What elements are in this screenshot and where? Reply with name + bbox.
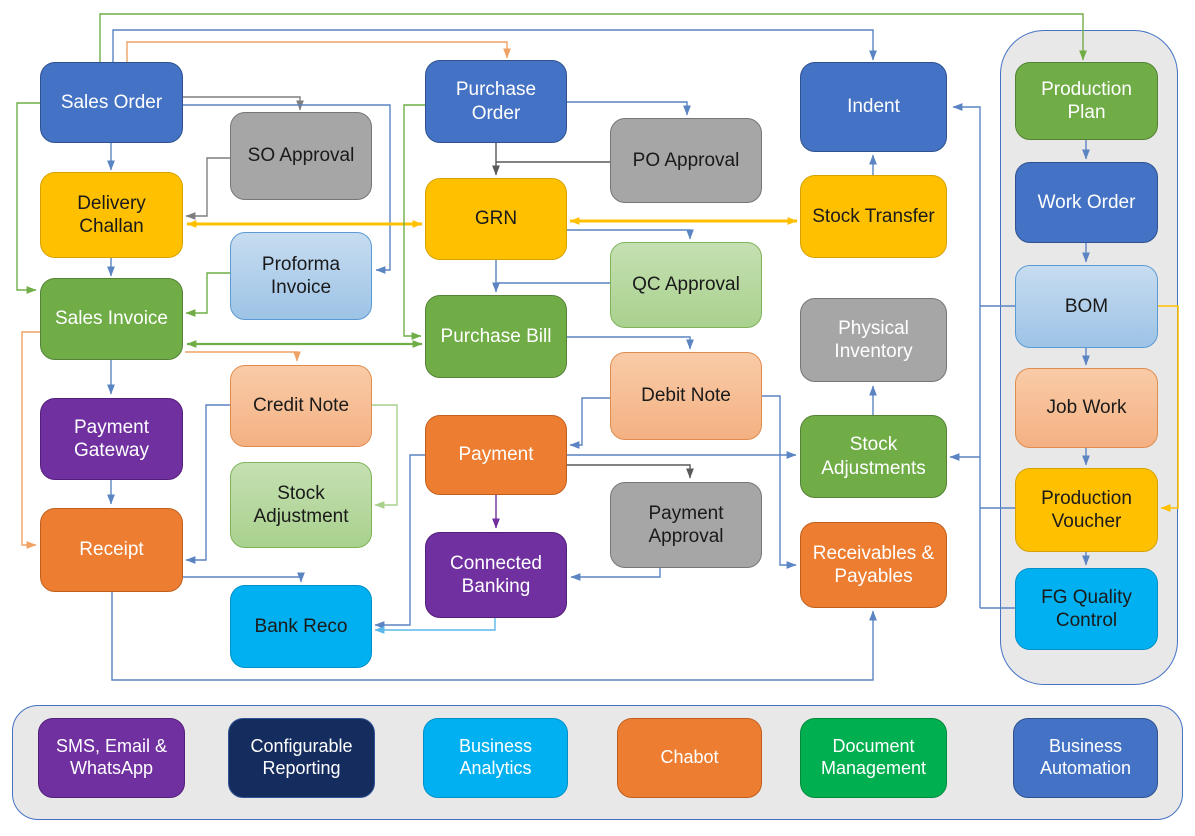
node-label-stock-adjustments: Stock Adjustments <box>821 434 926 479</box>
node-production-voucher: Production Voucher <box>1015 468 1158 552</box>
platform-panel <box>12 705 1183 820</box>
node-payment: Payment <box>425 415 567 495</box>
edge-sales-order-to-so-approval <box>183 96 304 111</box>
edge-purchase-order-to-po-approval <box>567 101 691 116</box>
node-label-sales-invoice: Sales Invoice <box>54 308 168 330</box>
node-payment-gateway: Payment Gateway <box>40 398 183 480</box>
node-label-payment-approval: Payment Approval <box>648 502 724 547</box>
edge-production-rail-to-indent <box>952 103 981 608</box>
edge-connected-banking-to-bank-reco <box>374 618 496 634</box>
node-label-sms-email-whatsapp: SMS, Email & WhatsApp <box>55 736 168 778</box>
node-label-fg-quality-control: FG Quality Control <box>1041 586 1132 631</box>
edge-proforma-invoice-to-sales-invoice <box>185 272 230 317</box>
node-label-receivables-payables: Receivables & Payables <box>812 542 935 587</box>
node-physical-inventory: Physical Inventory <box>800 298 947 382</box>
edge-debit-note-to-payment <box>569 397 610 449</box>
node-qc-approval: QC Approval <box>610 242 762 328</box>
node-label-indent: Indent <box>847 96 900 118</box>
node-purchase-order: Purchase Order <box>425 60 567 143</box>
node-label-bank-reco: Bank Reco <box>254 615 348 637</box>
node-label-payment-gateway: Payment Gateway <box>74 416 149 461</box>
node-label-po-approval: PO Approval <box>632 149 740 171</box>
node-label-production-plan: Production Plan <box>1041 78 1132 123</box>
node-sales-invoice: Sales Invoice <box>40 278 183 360</box>
node-production-plan: Production Plan <box>1015 62 1158 140</box>
edge-purchase-order-to-purchase-bill <box>403 104 425 340</box>
node-label-chabot: Chabot <box>660 747 719 768</box>
node-label-physical-inventory: Physical Inventory <box>834 317 913 362</box>
node-fg-quality-control: FG Quality Control <box>1015 568 1158 650</box>
edge-sales-order-to-sales-invoice <box>16 102 40 294</box>
node-job-work: Job Work <box>1015 368 1158 448</box>
node-business-automation: Business Automation <box>1013 718 1158 798</box>
node-receipt: Receipt <box>40 508 183 592</box>
node-label-receipt: Receipt <box>79 539 144 561</box>
node-document-management: Document Management <box>800 718 947 798</box>
node-grn: GRN <box>425 178 567 260</box>
node-po-approval: PO Approval <box>610 118 762 203</box>
node-sales-order: Sales Order <box>40 62 183 143</box>
node-debit-note: Debit Note <box>610 352 762 440</box>
node-label-proforma-invoice: Proforma Invoice <box>261 253 341 298</box>
node-label-bom: BOM <box>1064 295 1109 317</box>
node-payment-approval: Payment Approval <box>610 482 762 568</box>
node-label-qc-approval: QC Approval <box>632 274 740 296</box>
edge-credit-note-to-receipt <box>185 404 230 564</box>
node-stock-adjustments: Stock Adjustments <box>800 415 947 498</box>
node-receivables-payables: Receivables & Payables <box>800 522 947 608</box>
edge-payment-approval-to-connected-banking <box>570 568 661 581</box>
node-label-business-analytics: Business Analytics <box>458 736 533 778</box>
node-business-analytics: Business Analytics <box>423 718 568 798</box>
node-delivery-challan: Delivery Challan <box>40 172 183 258</box>
node-proforma-invoice: Proforma Invoice <box>230 232 372 320</box>
node-label-delivery-challan: Delivery Challan <box>77 192 146 237</box>
edge-sales-order-to-production-plan <box>99 13 1087 62</box>
edge-sales-invoice-to-credit-note <box>185 351 301 362</box>
node-label-grn: GRN <box>474 208 518 230</box>
node-chabot: Chabot <box>617 718 762 798</box>
node-label-business-automation: Business Automation <box>1039 736 1132 778</box>
edge-debit-note-to-receivables-payables <box>762 395 797 569</box>
node-label-work-order: Work Order <box>1037 191 1136 213</box>
node-label-credit-note: Credit Note <box>252 395 350 417</box>
edge-receipt-to-bank-reco <box>183 572 305 583</box>
node-so-approval: SO Approval <box>230 112 372 200</box>
node-label-job-work: Job Work <box>1046 397 1127 419</box>
node-stock-transfer: Stock Transfer <box>800 175 947 258</box>
node-stock-adjustment: Stock Adjustment <box>230 462 372 548</box>
node-connected-banking: Connected Banking <box>425 532 567 618</box>
node-label-payment: Payment <box>458 444 534 466</box>
node-work-order: Work Order <box>1015 162 1158 243</box>
node-label-so-approval: SO Approval <box>247 145 355 167</box>
node-label-production-voucher: Production Voucher <box>1041 487 1132 532</box>
node-bank-reco: Bank Reco <box>230 585 372 668</box>
node-sms-email-whatsapp: SMS, Email & WhatsApp <box>38 718 185 798</box>
edge-credit-note-to-stock-adjustment <box>372 404 398 509</box>
node-indent: Indent <box>800 62 947 152</box>
node-credit-note: Credit Note <box>230 365 372 447</box>
edge-purchase-bill-to-debit-note <box>567 336 694 350</box>
edge-so-approval-to-delivery-challan <box>185 157 230 220</box>
node-label-document-management: Document Management <box>820 736 927 778</box>
edge-sales-order-to-indent <box>112 29 877 62</box>
edge-payment-to-payment-approval <box>567 464 694 479</box>
node-label-purchase-order: Purchase Order <box>455 79 537 124</box>
node-label-stock-adjustment: Stock Adjustment <box>253 482 349 527</box>
node-label-stock-transfer: Stock Transfer <box>812 205 935 227</box>
edge-grn-to-qc-approval <box>567 229 694 240</box>
node-label-connected-banking: Connected Banking <box>450 552 542 597</box>
node-label-sales-order: Sales Order <box>60 91 163 113</box>
node-configurable-reporting: Configurable Reporting <box>228 718 375 798</box>
edge-payment-to-bank-reco <box>374 454 425 629</box>
node-label-purchase-bill: Purchase Bill <box>440 325 552 347</box>
node-label-configurable-reporting: Configurable Reporting <box>250 736 353 778</box>
node-purchase-bill: Purchase Bill <box>425 295 567 378</box>
edge-sales-order-to-purchase-order <box>126 41 511 62</box>
node-label-debit-note: Debit Note <box>641 385 731 407</box>
edge-sales-invoice-to-receipt <box>21 331 40 549</box>
node-bom: BOM <box>1015 265 1158 348</box>
